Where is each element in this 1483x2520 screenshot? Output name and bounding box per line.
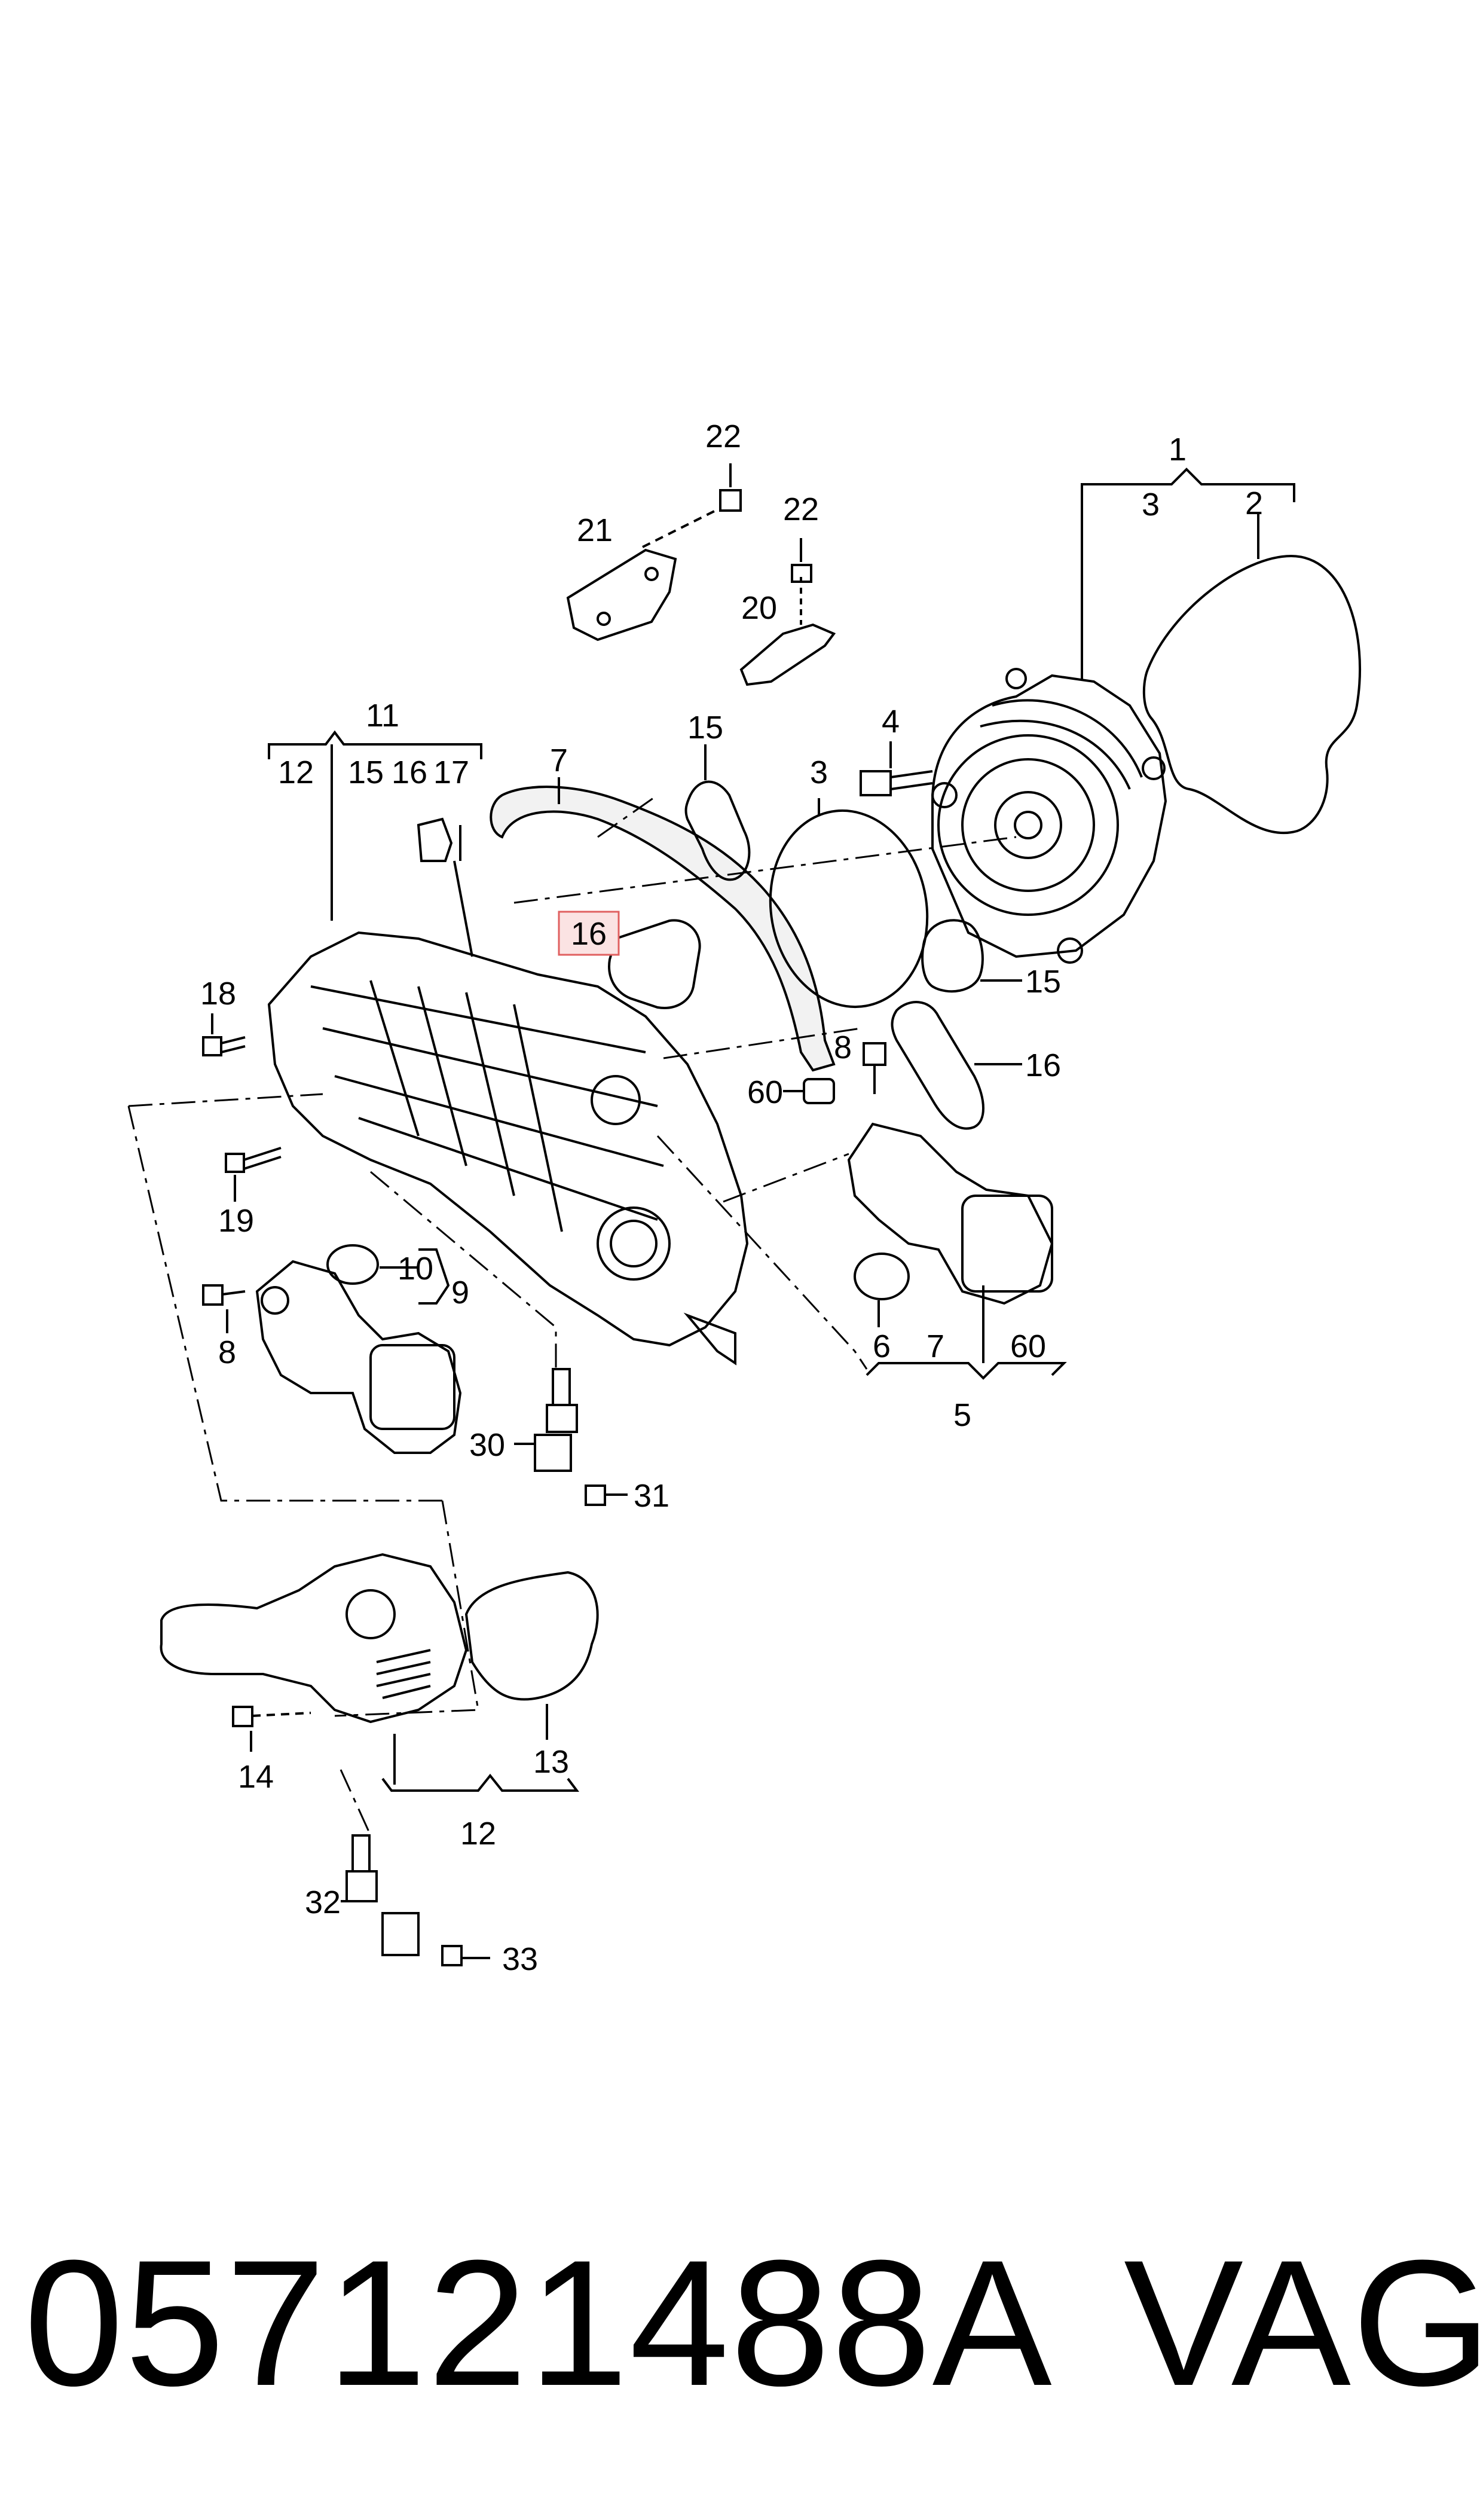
- callout-8: 8: [218, 1334, 236, 1370]
- callout-16: 16: [392, 755, 427, 790]
- callout-32: 32: [305, 1884, 341, 1920]
- gasket-15-right: [921, 919, 984, 993]
- temperature-sensor-30: [534, 1368, 578, 1472]
- callout-14: 14: [238, 1759, 274, 1795]
- callout-9: 9: [451, 1275, 469, 1311]
- callout-12: 12: [460, 1816, 496, 1852]
- bolt-8-upper: [863, 1042, 886, 1066]
- bolt-33: [441, 1945, 463, 1966]
- callout-13: 13: [533, 1744, 569, 1780]
- callout-22: 22: [705, 419, 741, 454]
- water-pump: [931, 668, 1167, 964]
- bolt-19: [225, 1147, 282, 1173]
- callout-7: 7: [927, 1328, 944, 1364]
- callout-33: 33: [502, 1941, 538, 1977]
- callout-15: 15: [348, 755, 384, 790]
- callout-16: 16: [571, 916, 607, 952]
- o-ring-3: [769, 809, 929, 1009]
- callout-labels: 1 2 3 3 4 7 11 12 15 16 17 15 16 15 16 8…: [200, 419, 1263, 1977]
- pump-gasket: [1142, 554, 1362, 835]
- callout-18: 18: [200, 976, 236, 1012]
- callout-6: 6: [873, 1328, 891, 1364]
- bolt-4: [860, 770, 933, 796]
- bolt-31: [585, 1484, 606, 1506]
- callout-11: 11: [366, 698, 399, 734]
- assembly-guides: [127, 794, 1017, 1836]
- clip-17: [417, 817, 453, 862]
- bracket-21: [566, 548, 677, 642]
- callout-60: 60: [747, 1074, 783, 1110]
- gasket-16-right: [891, 1001, 984, 1130]
- thermostat-housing: [267, 931, 749, 1366]
- callout-15: 15: [687, 710, 723, 746]
- coolant-pipe-housing: [160, 1553, 468, 1724]
- callout-4: 4: [882, 704, 900, 740]
- callout-15: 15: [1025, 964, 1061, 1000]
- o-ring-6: [854, 1253, 910, 1300]
- callout-20: 20: [741, 590, 777, 626]
- o-ring-10: [326, 1244, 379, 1285]
- callout-7: 7: [550, 743, 568, 778]
- thermostat-9: [255, 1260, 462, 1454]
- bolt-22-lower: [791, 564, 812, 583]
- callout-8: 8: [834, 1030, 852, 1065]
- callout-3: 3: [810, 755, 828, 790]
- thermostat-assembly-5: [847, 1122, 1054, 1305]
- bolt-8-lower: [202, 1284, 224, 1306]
- water-pump-group: [860, 468, 1362, 964]
- callout-22: 22: [783, 491, 819, 527]
- callout-10: 10: [397, 1251, 433, 1287]
- part-number: 057121488A: [24, 2222, 1053, 2423]
- callout-5: 5: [953, 1397, 971, 1433]
- callout-2: 2: [1245, 485, 1263, 521]
- callout-31: 31: [634, 1478, 669, 1514]
- bracket-20: [739, 623, 836, 686]
- bolt-18: [202, 1036, 246, 1056]
- callout-17: 17: [433, 755, 469, 790]
- temperature-sensor-32: [345, 1834, 420, 1956]
- bolt-14: [232, 1706, 253, 1727]
- highlight-box: [558, 911, 620, 956]
- callout-21: 21: [577, 512, 613, 548]
- callout-30: 30: [469, 1427, 505, 1463]
- callout-60: 60: [1010, 1328, 1046, 1364]
- bolt-22-upper: [719, 489, 742, 512]
- gasket-13: [464, 1571, 599, 1701]
- brand-label: VAG: [1124, 2222, 1483, 2423]
- callout-12: 12: [278, 755, 314, 790]
- callout-16: 16: [1025, 1047, 1061, 1083]
- gasket-16-left: [608, 919, 701, 1009]
- callout-19: 19: [218, 1203, 254, 1239]
- callout-1: 1: [1169, 432, 1187, 468]
- callout-3: 3: [1142, 487, 1160, 523]
- seal-60: [803, 1078, 835, 1104]
- gasket-15-upper: [684, 780, 751, 881]
